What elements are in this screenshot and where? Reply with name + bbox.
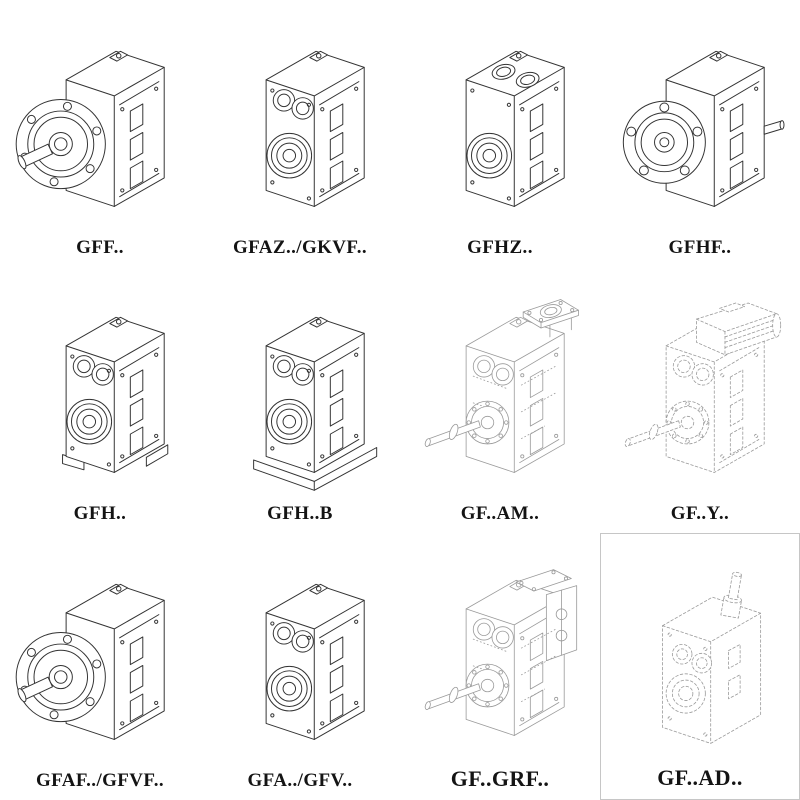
hollow-shaft-gearbox-drawing-icon	[265, 50, 365, 207]
catalog-cell-gfaz: GFAZ../GKVF..	[200, 0, 400, 267]
model-label: GFH..B	[267, 503, 333, 525]
catalog-cell-gfaf: GFAF../GFVF..	[0, 533, 200, 800]
adapter-gearbox-drawing-icon	[423, 569, 578, 736]
gearmotor-drawing-icon	[623, 302, 782, 474]
catalog-cell-gfad: GF..AD..	[600, 533, 800, 800]
catalog-cell-gfhz: GFHZ..	[400, 0, 600, 267]
hollow-shaft-gearbox-drawing-icon	[465, 50, 565, 207]
catalog-cell-gfy: GF..Y..	[600, 267, 800, 534]
hollow-shaft-gearbox-drawing-icon	[265, 583, 365, 740]
motor-adapter-gearbox-drawing-icon	[423, 299, 579, 474]
catalog-cell-gfam: GF..AM..	[400, 267, 600, 534]
model-label: GFAZ../GKVF..	[233, 236, 367, 258]
catalog-cell-gfh: GFH..	[0, 267, 200, 534]
catalog-cell-gff: GFF..	[0, 0, 200, 267]
catalog-cell-gfhf: GFHF..	[600, 0, 800, 267]
model-label: GF..GRF..	[450, 765, 550, 791]
model-label: GFH..	[73, 503, 127, 525]
model-label: GF..AD..	[657, 764, 743, 790]
model-label: GFAF../GFVF..	[35, 769, 164, 791]
catalog-cell-gfa: GFA../GFV..	[200, 533, 400, 800]
flange-gearbox-drawing-icon	[622, 50, 785, 207]
foot-mounted-gearbox-drawing-icon	[62, 317, 169, 474]
vertical-shaft-gearbox-drawing-icon	[662, 571, 762, 744]
flange-gearbox-drawing-icon	[15, 50, 165, 207]
flange-gearbox-drawing-icon	[15, 583, 165, 740]
model-label: GF..AM..	[460, 503, 540, 525]
model-label: GFF..	[76, 236, 124, 258]
catalog-cell-gfhb: GFH..B	[200, 267, 400, 534]
model-label: GFHZ..	[467, 236, 533, 258]
catalog-cell-gfgrf: GF..GRF..	[400, 533, 600, 800]
baseplate-gearbox-drawing-icon	[253, 317, 378, 492]
model-label: GFA../GFV..	[247, 769, 353, 791]
model-label: GFHF..	[668, 236, 732, 258]
model-label: GF..Y..	[670, 503, 730, 525]
